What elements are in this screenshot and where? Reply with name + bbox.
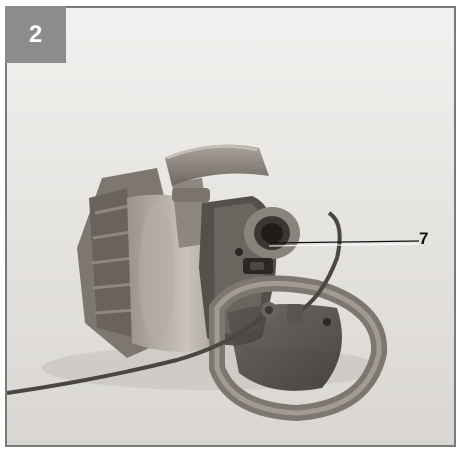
figure-frame <box>5 6 456 447</box>
callout-label-7: 7 <box>419 229 429 248</box>
figure-number-badge: 2 <box>5 6 66 63</box>
pump-photo <box>7 8 454 445</box>
